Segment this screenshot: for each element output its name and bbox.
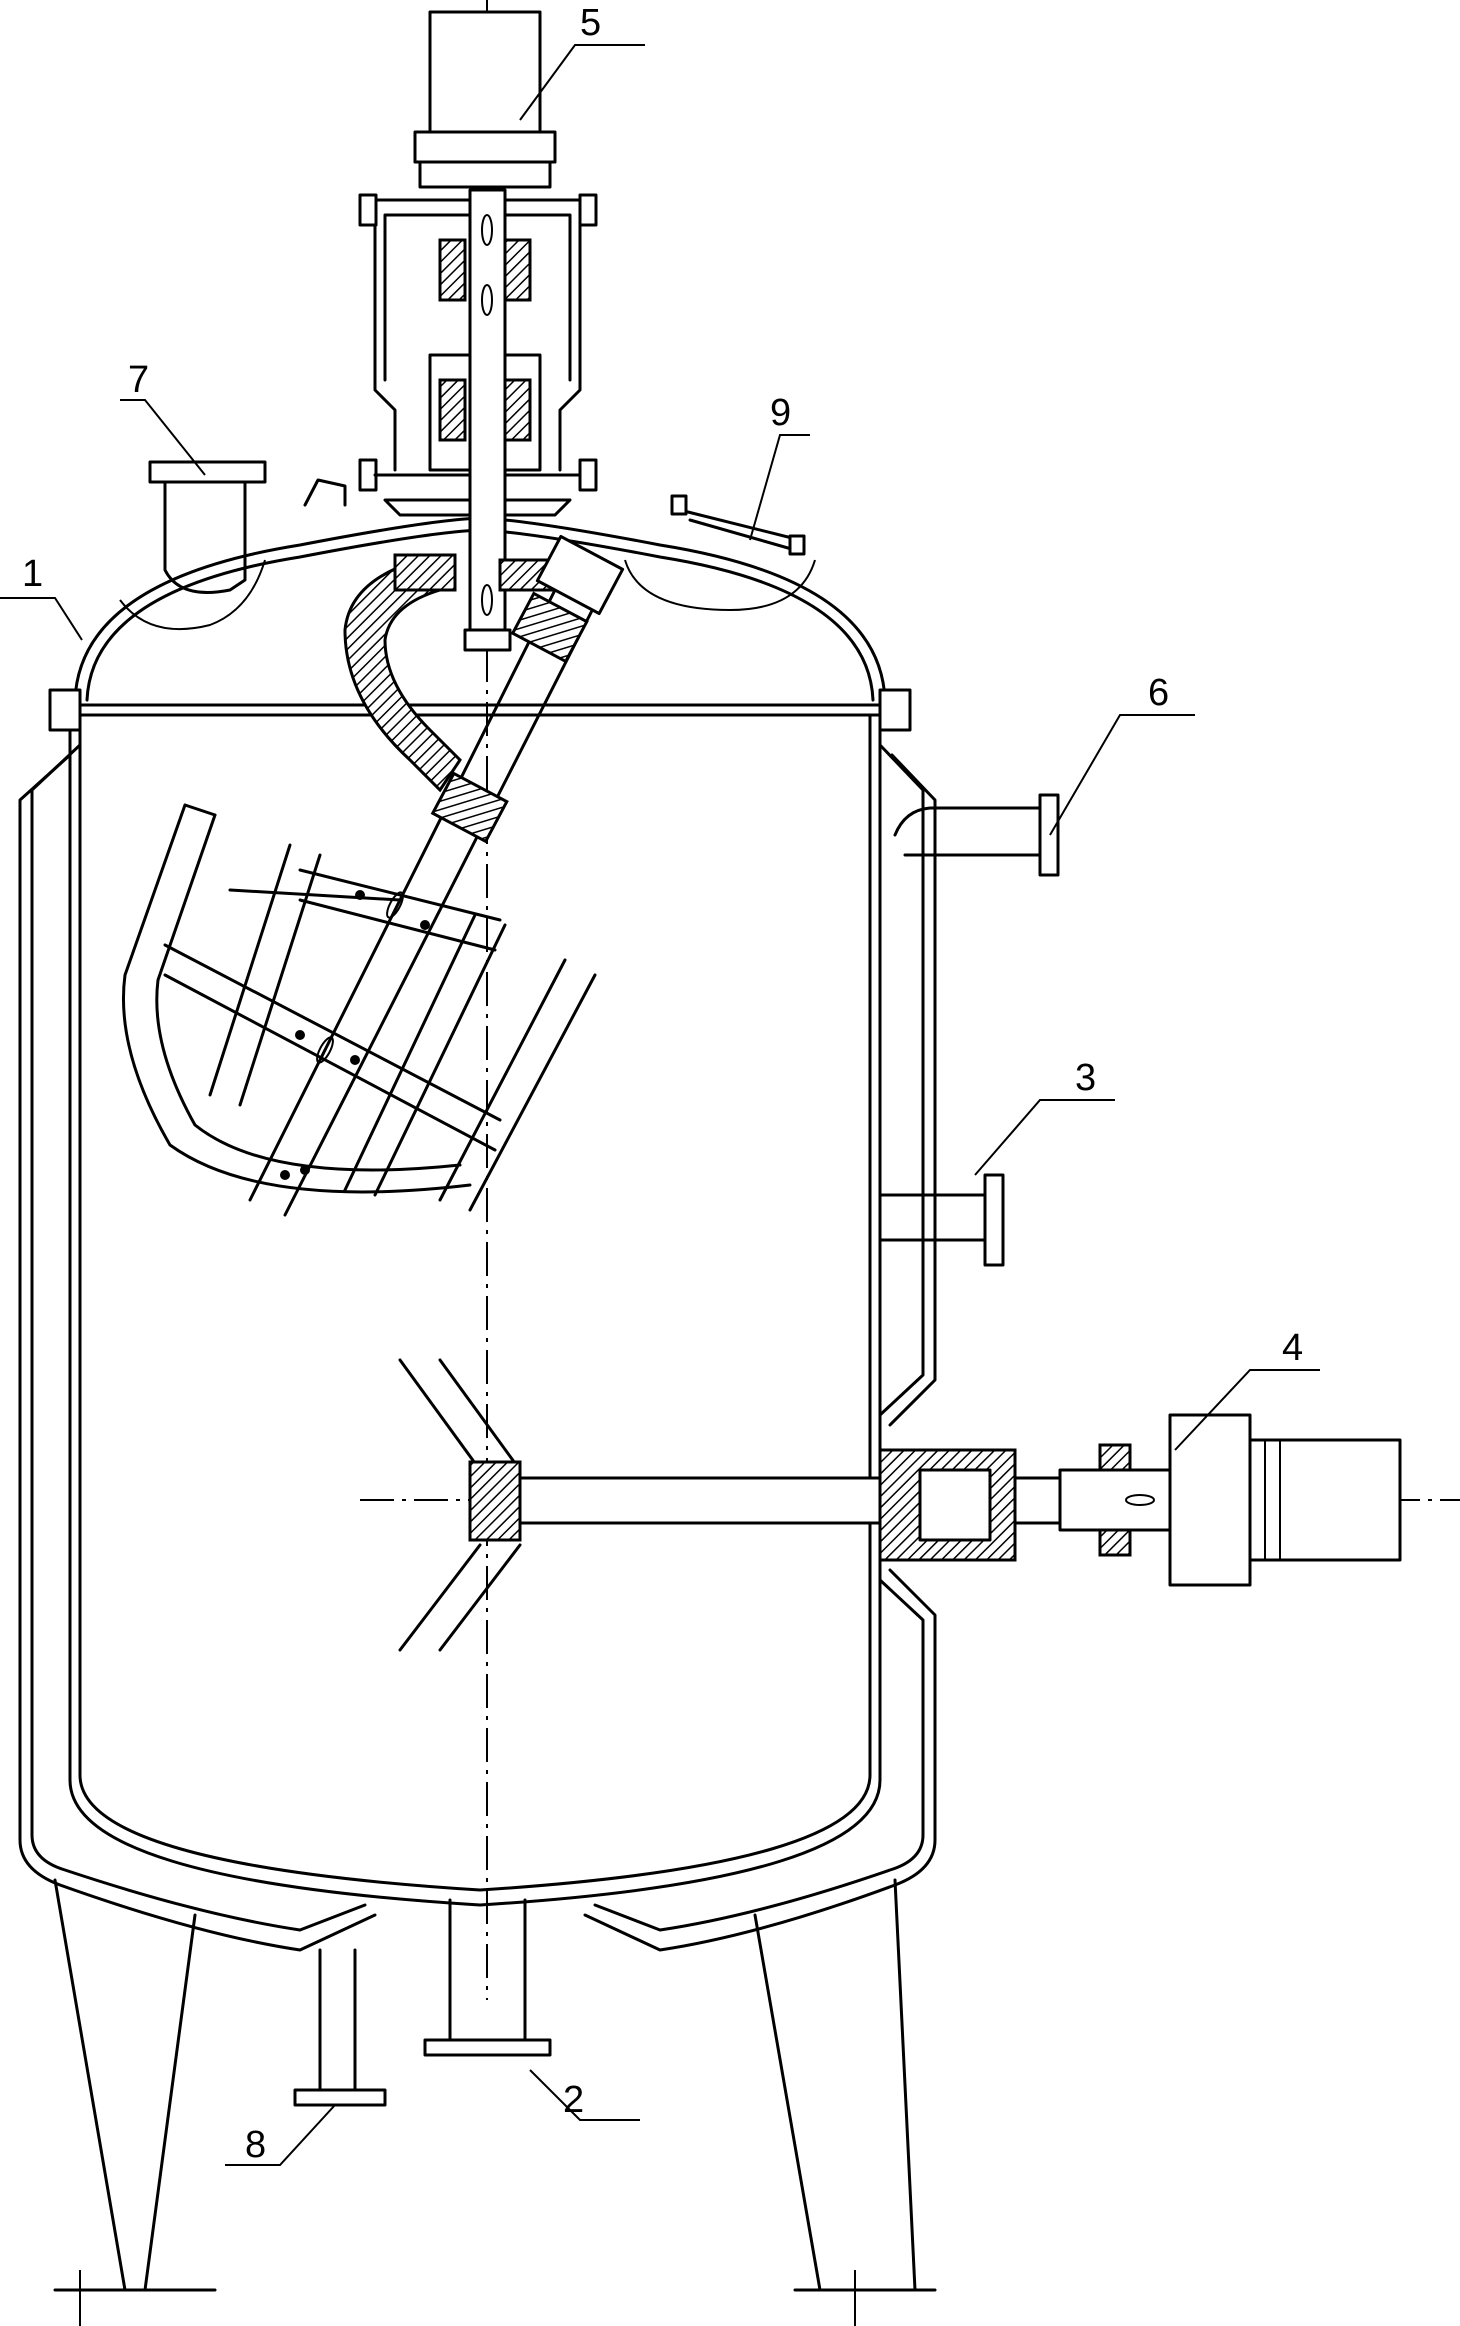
label-3: 3 <box>1075 1057 1096 1099</box>
bottom-outlet-8 <box>293 1948 387 2107</box>
inner-vessel <box>48 516 912 1907</box>
bottom-outlet-2 <box>423 1898 552 2057</box>
label-5: 5 <box>580 2 601 44</box>
top-lug <box>303 478 347 507</box>
label-4: 4 <box>1282 1327 1303 1369</box>
nozzle-9 <box>624 494 816 612</box>
label-6: 6 <box>1148 672 1169 714</box>
label-2: 2 <box>563 2079 584 2121</box>
nozzle-3 <box>878 1173 1005 1267</box>
inclined-frame-agitator <box>121 534 625 1217</box>
top-agitator-drive <box>358 10 598 652</box>
leader-lines <box>0 44 1320 2166</box>
label-7: 7 <box>128 359 149 401</box>
label-1: 1 <box>22 553 43 595</box>
support-legs <box>53 1878 937 2326</box>
outer-jacket <box>18 743 937 1952</box>
label-9: 9 <box>770 392 791 434</box>
label-8: 8 <box>245 2124 266 2166</box>
nozzle-6 <box>893 793 1060 877</box>
side-agitator <box>360 1358 1460 1652</box>
nozzle-7 <box>119 460 267 631</box>
